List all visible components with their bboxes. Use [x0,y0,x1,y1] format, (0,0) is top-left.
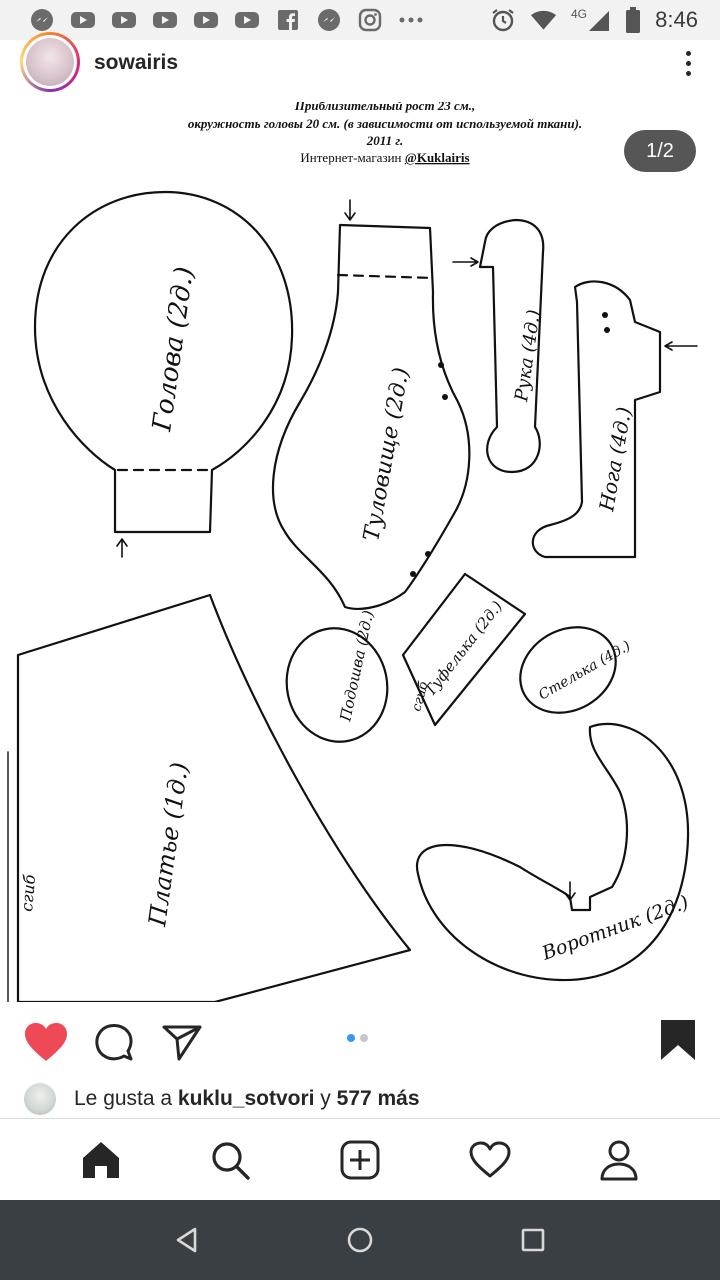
alarm-icon [489,8,516,32]
post-actions [0,1012,720,1072]
label-fold: сгиб [17,873,39,912]
avatar-frame [23,35,77,89]
pattern-sole [285,627,389,743]
label-leg: Нога (4д.) [594,405,636,514]
carousel-dot-active [347,1034,355,1042]
liker-avatar [24,1083,56,1115]
android-recents-button[interactable] [509,1216,557,1264]
back-icon [176,1227,196,1253]
likes-middle: y [314,1087,337,1110]
shop-label: Интернет-магазин [300,150,404,165]
bottom-navigation [0,1118,720,1200]
label-shoe-strap: Туфелька (2д.) [421,597,506,699]
android-home-button[interactable] [336,1216,384,1264]
instagram-icon [356,8,383,32]
profile-icon [600,1140,638,1180]
label-dress: Платье (1д.) [143,761,194,929]
messenger-icon [28,8,55,32]
label-collar: Воротник (2д.) [538,891,691,965]
android-navigation-bar [0,1200,720,1280]
dot [685,50,691,56]
shop-link: @Kuklairis [405,150,470,165]
carousel-indicator [347,1034,368,1042]
share-icon [162,1025,202,1061]
label-arm: Рука (4д.) [511,308,545,403]
youtube-icon [110,8,137,32]
pattern-collar [415,722,690,982]
pattern-header-line-3: 2011 г. [366,133,403,148]
nav-activity[interactable] [464,1134,516,1186]
pattern-shoe-strap [401,572,527,727]
nav-new-post[interactable] [334,1134,386,1186]
pattern-insole [519,626,617,714]
android-back-button[interactable] [163,1216,211,1264]
nav-profile[interactable] [593,1134,645,1186]
label-sole: Подошва (2д.) [336,609,377,724]
comment-button[interactable] [90,1018,138,1066]
home-circle-icon [347,1227,373,1253]
save-post-button[interactable] [656,1016,700,1064]
author-avatar[interactable] [20,32,80,92]
more-dots-icon [397,8,424,32]
dot [685,60,691,66]
pattern-arm [478,218,545,474]
pattern-head [33,190,294,534]
status-bar: 4G 8:46 [0,0,720,40]
pattern-header-line-2: окружность головы 20 см. (в зависимости … [188,116,582,131]
signal-icon: 4G [571,7,611,32]
notification-icons [28,8,424,32]
dot [685,70,691,76]
pattern-body [271,223,471,610]
youtube-icon [151,8,178,32]
pattern-dress [16,593,412,1002]
pattern-drawing: Приблизительный рост 23 см., окружность … [7,102,698,1002]
likes-prefix: Le gusta a [74,1087,178,1110]
facebook-icon [274,8,301,32]
pattern-header-line-4: Интернет-магазин @Kuklairis [300,150,469,165]
home-icon [82,1141,119,1178]
liker-username[interactable]: kuklu_sotvori [177,1087,315,1110]
comment-icon [95,1024,133,1061]
avatar-image [26,38,74,86]
youtube-icon [69,8,96,32]
add-post-icon [340,1140,380,1179]
search-icon [212,1141,251,1180]
post-header: sowairis [0,32,720,102]
status-time: 8:46 [655,7,698,32]
pattern-leg [531,280,662,559]
youtube-icon [192,8,219,32]
recents-icon [522,1228,545,1252]
messenger-icon [315,8,342,32]
author-username[interactable]: sowairis [94,51,179,74]
label-head: Голова (2д.) [147,265,200,434]
label-insole: Стелька (4д.) [536,638,633,703]
share-button[interactable] [158,1018,206,1066]
nav-search[interactable] [204,1134,256,1186]
youtube-icon [233,8,260,32]
post-image[interactable]: Приблизительный рост 23 см., окружность … [0,102,720,1002]
pattern-marks [410,312,610,577]
post-options-button[interactable] [676,43,700,83]
likes-count[interactable]: 577 más [336,1087,420,1110]
label-body: Туловище (2д.) [359,366,414,543]
activity-heart-icon [469,1141,511,1177]
carousel-dot [360,1034,368,1042]
pattern-header-line-1: Приблизительный рост 23 см., [294,102,475,113]
nav-home[interactable] [75,1134,127,1186]
network-type: 4G [571,7,587,21]
wifi-icon [530,8,557,32]
bookmark-icon [661,1020,695,1060]
like-filled-heart-icon [25,1023,67,1061]
likes-summary[interactable]: Le gusta a kuklu_sotvori y 577 más [24,1082,420,1116]
carousel-counter: 1/2 [624,130,696,172]
system-status: 4G 8:46 [489,7,698,33]
battery-icon [625,7,641,33]
like-button[interactable] [22,1018,70,1066]
